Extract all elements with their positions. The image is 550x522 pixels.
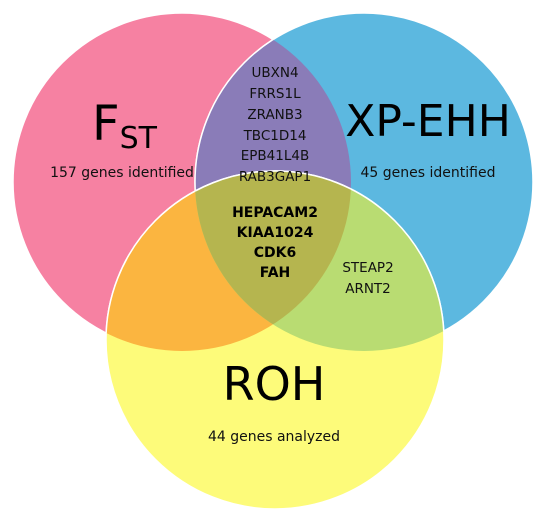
gene-label: ZRANB3 — [247, 107, 302, 123]
gene-label: ARNT2 — [345, 281, 391, 297]
region-xpehh-roh-genes: STEAP2 ARNT2 — [342, 260, 393, 297]
region-fst-xpehh-genes: UBXN4 FRRS1L ZRANB3 TBC1D14 EPB41L4B RAB… — [239, 65, 311, 185]
fst-subtitle: 157 genes identified — [50, 165, 194, 181]
gene-label: KIAA1024 — [237, 225, 314, 241]
roh-subtitle: 44 genes analyzed — [208, 429, 340, 445]
gene-label: STEAP2 — [342, 260, 393, 276]
gene-label: FAH — [260, 265, 291, 281]
region-all-genes: HEPACAM2 KIAA1024 CDK6 FAH — [232, 205, 318, 281]
gene-label: FRRS1L — [249, 86, 301, 102]
fst-label-sub: ST — [120, 121, 158, 156]
gene-label: EPB41L4B — [241, 148, 309, 164]
fst-label: FST — [92, 96, 158, 156]
gene-label: CDK6 — [254, 245, 297, 261]
xpehh-subtitle: 45 genes identified — [361, 165, 496, 181]
roh-label: ROH — [223, 357, 326, 411]
gene-label: RAB3GAP1 — [239, 169, 311, 185]
gene-label: HEPACAM2 — [232, 205, 318, 221]
xpehh-label: XP-EHH — [345, 96, 511, 147]
fst-label-main: F — [92, 96, 120, 152]
gene-label: TBC1D14 — [243, 128, 307, 144]
gene-label: UBXN4 — [251, 65, 298, 81]
